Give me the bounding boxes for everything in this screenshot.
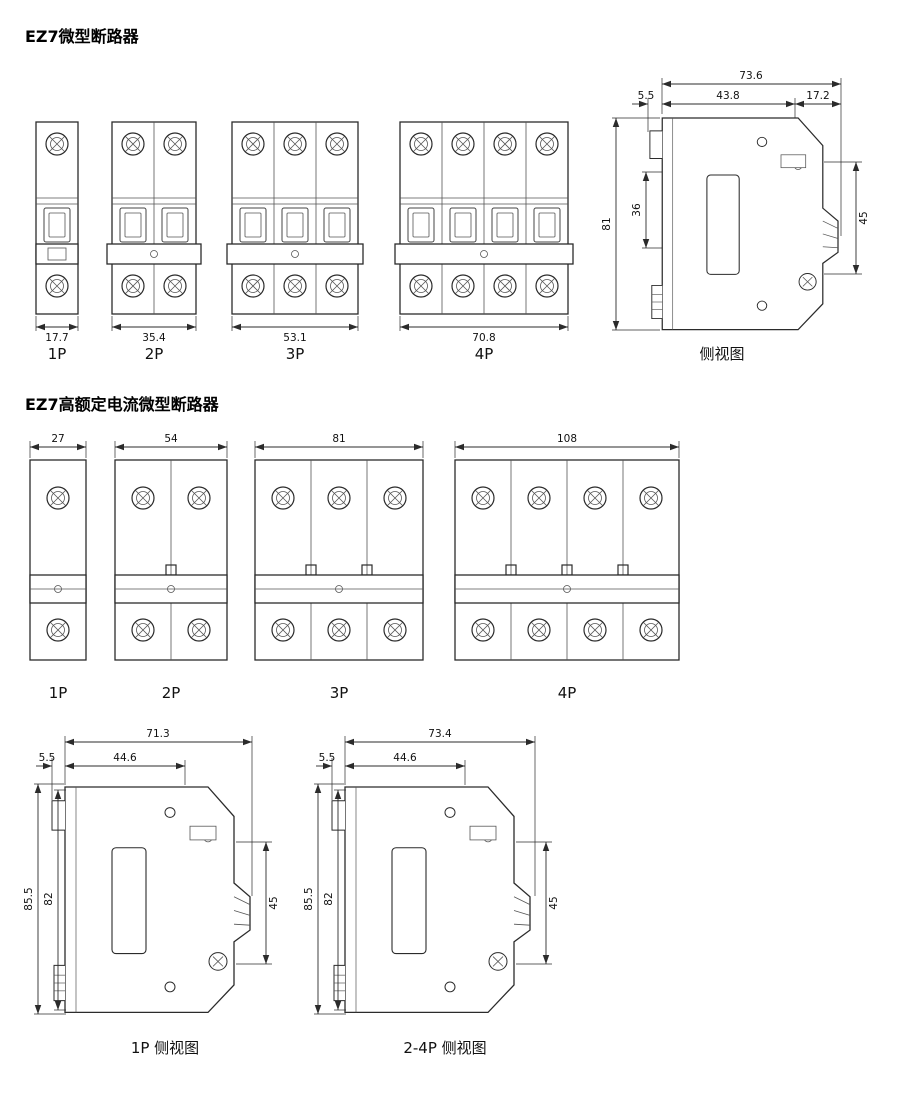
label-side-view-1p: 1P 侧视图 xyxy=(131,1039,199,1057)
section1-title: EZ7微型断路器 xyxy=(25,27,140,46)
dim-total-depth-24p: 73.4 xyxy=(428,728,452,740)
label-side-view-2-4p: 2-4P 侧视图 xyxy=(403,1039,486,1057)
dim-height-total-24p: 85.5 xyxy=(303,887,315,910)
dim-s1-1p: 17.7 xyxy=(35,316,79,344)
dim-body-depth-24p: 44.6 xyxy=(393,752,417,764)
dim-total-depth-s1: 73.6 xyxy=(739,70,763,82)
breaker-front-s2-4p xyxy=(454,459,680,661)
label-s1-1p: 1P xyxy=(48,345,67,363)
breaker-front-s1-4p xyxy=(394,121,574,315)
dim-clip-window-s1: 36 xyxy=(631,203,643,217)
label-s1-3p: 3P xyxy=(286,345,305,363)
label-s1-4p: 4P xyxy=(475,345,494,363)
dim-s2-1p: 27 xyxy=(29,433,87,458)
label-s2-3p: 3P xyxy=(330,684,349,702)
dim-s2-4p: 108 xyxy=(454,433,680,458)
dim-clip-s1: 5.5 xyxy=(638,90,655,102)
side-view-s1: 73.6 5.5 43.8 17.2 81 36 45 xyxy=(601,70,870,331)
dim-s1-3p: 53.1 xyxy=(231,316,359,344)
dim-width-s2-3p: 81 xyxy=(332,433,345,445)
dim-width-s1-2p: 35.4 xyxy=(142,332,166,344)
breaker-front-s1-2p xyxy=(106,121,202,315)
dim-width-s2-4p: 108 xyxy=(557,433,577,445)
dim-clip-24p: 5.5 xyxy=(319,752,336,764)
breaker-front-s1-1p xyxy=(35,121,79,315)
dim-width-s1-3p: 53.1 xyxy=(283,332,306,344)
dim-s1-2p: 35.4 xyxy=(111,316,197,344)
breaker-front-s1-3p xyxy=(226,121,364,315)
side-view-2-4p: 73.4 5.5 44.6 85.5 82 45 xyxy=(303,728,560,1015)
dim-s2-2p: 54 xyxy=(114,433,228,458)
dim-total-depth-1p: 71.3 xyxy=(146,728,169,740)
dim-clip-1p: 5.5 xyxy=(39,752,56,764)
dim-width-s1-1p: 17.7 xyxy=(45,332,68,344)
label-s2-1p: 1P xyxy=(49,684,68,702)
dim-height-s1: 81 xyxy=(601,217,613,230)
dim-s2-3p: 81 xyxy=(254,433,424,458)
side-view-1p: 71.3 5.5 44.6 85.5 82 45 xyxy=(23,728,280,1015)
dim-body-depth-1p: 44.6 xyxy=(113,752,137,764)
dim-width-s2-2p: 54 xyxy=(164,433,178,445)
section2-title: EZ7高额定电流微型断路器 xyxy=(25,395,220,414)
dim-front-depth-s1: 17.2 xyxy=(806,90,829,102)
dim-body-depth-s1: 43.8 xyxy=(716,90,739,102)
dim-front-height-1p: 45 xyxy=(268,896,280,909)
dim-height-body-24p: 82 xyxy=(323,892,335,905)
breaker-front-s2-1p xyxy=(29,459,87,661)
dim-width-s1-4p: 70.8 xyxy=(472,332,495,344)
dim-height-body-1p: 82 xyxy=(43,892,55,905)
dim-front-height-s1: 45 xyxy=(858,211,870,224)
dim-height-total-1p: 85.5 xyxy=(23,887,35,910)
dim-s1-4p: 70.8 xyxy=(399,316,569,344)
label-s1-2p: 2P xyxy=(145,345,164,363)
label-s2-2p: 2P xyxy=(162,684,181,702)
breaker-front-s2-3p xyxy=(254,459,424,661)
label-s2-4p: 4P xyxy=(558,684,577,702)
dim-front-height-24p: 45 xyxy=(548,896,560,909)
dim-width-s2-1p: 27 xyxy=(51,433,64,445)
breaker-front-s2-2p xyxy=(114,459,228,661)
label-side-view-s1: 侧视图 xyxy=(699,345,744,363)
